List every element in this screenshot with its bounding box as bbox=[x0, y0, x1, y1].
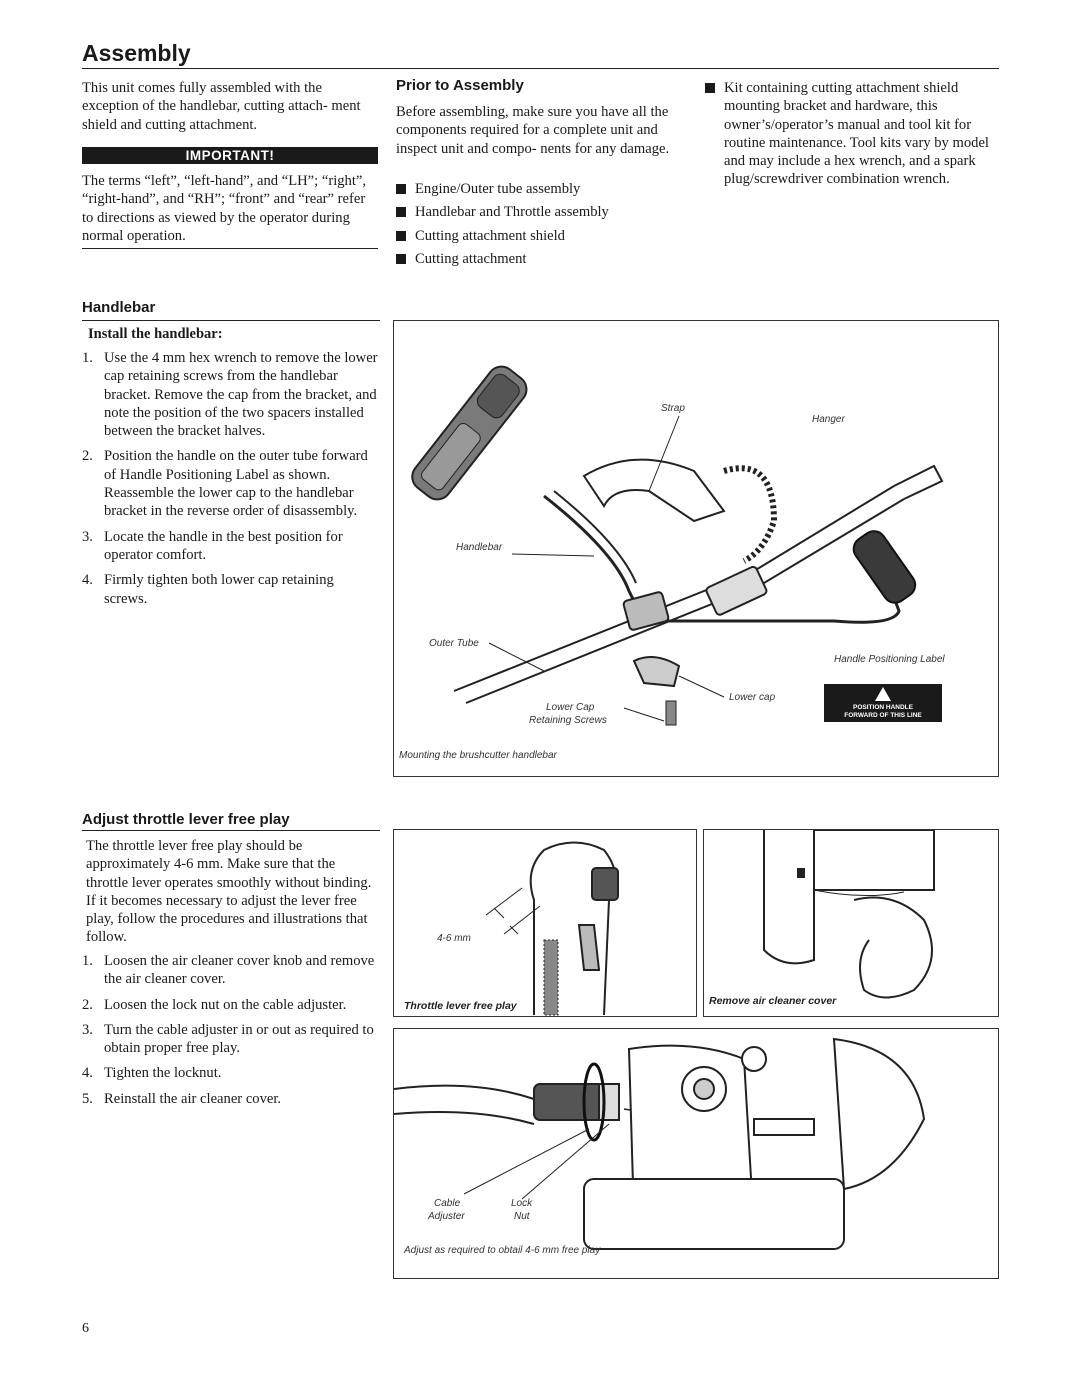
important-text: The terms “left”, “left-hand”, and “LH”;… bbox=[82, 173, 367, 244]
cable-adjuster-illustration bbox=[393, 1037, 926, 1250]
list-item: Handlebar and Throttle assembly bbox=[396, 203, 688, 221]
throttle-heading: Adjust throttle lever free play bbox=[82, 811, 290, 828]
handlebar-heading: Handlebar bbox=[82, 299, 156, 316]
page-title: Assembly bbox=[82, 40, 191, 66]
measure-label: 4-6 mm bbox=[437, 933, 471, 944]
kit-item: Kit containing cutting attachment shield… bbox=[705, 79, 999, 189]
throttle-text: The throttle lever free play should be a… bbox=[86, 838, 372, 946]
throttle-lever-illustration bbox=[485, 841, 619, 1016]
air-cleaner-figure: Remove air cleaner cover bbox=[703, 829, 999, 1017]
step-item: 4.Tighten the locknut. bbox=[82, 1065, 222, 1082]
important-rule bbox=[82, 248, 378, 249]
step-item: 5.Reinstall the air cleaner cover. bbox=[82, 1090, 282, 1107]
prior-heading: Prior to Assembly bbox=[396, 77, 524, 94]
label-hanger: Hanger bbox=[812, 414, 845, 425]
important-bar: IMPORTANT! bbox=[82, 147, 378, 164]
list-item: Cutting attachment bbox=[396, 250, 688, 268]
label-strap: Strap bbox=[661, 403, 685, 414]
list-item: Engine/Outer tube assembly bbox=[396, 180, 688, 198]
handlebar-rule bbox=[82, 320, 380, 321]
throttle-lever-figure: 4-6 mm Throttle lever free play bbox=[393, 829, 697, 1017]
step-item: 2.Position the handle on the outer tube … bbox=[82, 448, 368, 520]
label-handlebar: Handlebar bbox=[456, 542, 503, 553]
step-item: 2.Loosen the lock nut on the cable adjus… bbox=[82, 996, 347, 1013]
intro-text: This unit comes fully assembled with the… bbox=[82, 80, 361, 133]
label-nut: Nut bbox=[514, 1211, 530, 1222]
step-item: 4.Firmly tighten both lower cap retainin… bbox=[82, 572, 334, 607]
label-lock: Lock bbox=[511, 1198, 533, 1209]
brushcutter-handlebar-illustration bbox=[411, 365, 944, 726]
cable-adjuster-figure: Cable Adjuster Lock Nut Adjust as requir… bbox=[393, 1028, 999, 1279]
label-retaining-screws: Retaining Screws bbox=[529, 715, 607, 726]
title-rule bbox=[82, 68, 999, 69]
label-cable: Cable bbox=[434, 1198, 461, 1209]
label-adjuster: Adjuster bbox=[428, 1211, 465, 1222]
label-lower-cap-screws: Lower Cap bbox=[546, 702, 595, 713]
throttle-rule bbox=[82, 830, 380, 831]
label-outer-tube: Outer Tube bbox=[429, 638, 479, 649]
step-item: 1.Loosen the air cleaner cover knob and … bbox=[82, 953, 375, 988]
handlebar-steps: 1.Use the 4 mm hex wrench to remove the … bbox=[82, 349, 380, 615]
install-subheading: Install the handlebar: bbox=[88, 326, 223, 342]
cable-caption: Adjust as required to obtail 4-6 mm free… bbox=[404, 1245, 601, 1256]
decal-text: POSITION HANDLE FORWARD OF THIS LINE bbox=[844, 704, 922, 719]
page-number: 6 bbox=[82, 1321, 89, 1336]
step-item: 1.Use the 4 mm hex wrench to remove the … bbox=[82, 350, 378, 440]
label-lower-cap: Lower cap bbox=[729, 692, 776, 703]
figure-caption: Mounting the brushcutter handlebar bbox=[399, 750, 557, 761]
list-item: Cutting attachment shield bbox=[396, 227, 688, 245]
step-item: 3.Turn the cable adjuster in or out as r… bbox=[82, 1021, 374, 1057]
throttle-steps: 1.Loosen the air cleaner cover knob and … bbox=[82, 952, 380, 1115]
prior-text: Before assembling, make sure you have al… bbox=[396, 104, 670, 157]
step-item: 3.Locate the handle in the best position… bbox=[82, 528, 343, 563]
lever-caption: Throttle lever free play bbox=[404, 1000, 517, 1012]
prior-list: Engine/Outer tube assembly Handlebar and… bbox=[396, 180, 688, 268]
label-handle-positioning: Handle Positioning Label bbox=[834, 654, 945, 665]
air-cleaner-cover-illustration bbox=[763, 829, 935, 999]
handlebar-figure: Strap Hanger Handlebar Outer Tube Handle… bbox=[393, 320, 999, 777]
cover-caption: Remove air cleaner cover bbox=[709, 995, 837, 1007]
